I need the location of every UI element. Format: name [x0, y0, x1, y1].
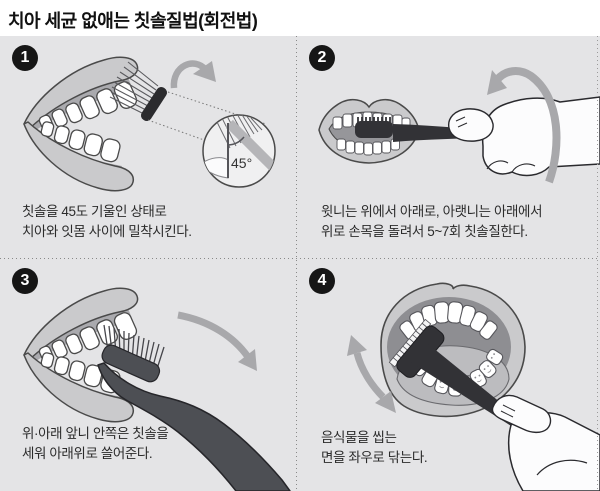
caption-1-line-1: 칫솔을 45도 기울인 상태로 — [22, 204, 167, 219]
caption-3: 위·아래 앞니 안쪽은 칫솔을 세워 아래위로 쓸어준다. — [22, 424, 169, 464]
brush-bristles — [357, 117, 391, 123]
illustration-vertical-sweep — [23, 287, 291, 491]
caption-2-line-2: 위로 손목을 돌려서 5~7회 칫솔질한다. — [321, 224, 528, 239]
magnifier-guide-lines — [147, 91, 267, 141]
angle-detail-circle: 45° — [202, 114, 276, 188]
caption-1-line-2: 치아와 잇몸 사이에 밀착시킨다. — [22, 224, 192, 239]
lower-teeth — [336, 138, 400, 156]
illustration-chewing-surface — [347, 282, 600, 491]
caption-4-line-2: 면을 좌우로 닦는다. — [321, 450, 428, 465]
holding-hand — [448, 96, 600, 177]
caption-1: 칫솔을 45도 기울인 상태로 치아와 잇몸 사이에 밀착시킨다. — [22, 202, 192, 242]
brush-bristles — [103, 324, 165, 373]
step-badge-2: 2 — [309, 45, 335, 71]
panel-4: 4 음식물을 씹는 면을 좌우로 닦는다. — [297, 259, 600, 491]
dotted-divider-horizontal — [0, 258, 600, 259]
caption-4: 음식물을 씹는 면을 좌우로 닦는다. — [321, 428, 428, 468]
caption-4-line-1: 음식물을 씹는 — [321, 430, 397, 445]
open-mouth-side-view — [23, 56, 139, 192]
caption-3-line-1: 위·아래 앞니 안쪽은 칫솔을 — [22, 426, 169, 441]
panel-board: 45° 1 칫솔을 45도 기울인 상태로 치아와 잇몸 사이에 밀착시킨다. — [0, 36, 600, 491]
panel-3: 3 위·아래 앞니 안쪽은 칫솔을 세워 아래위로 쓸어준다. — [0, 259, 297, 491]
caption-3-line-2: 세워 아래위로 쓸어준다. — [22, 446, 153, 461]
brush-head — [355, 121, 393, 138]
dotted-divider-vertical — [296, 36, 297, 491]
step-badge-3: 3 — [12, 268, 38, 294]
panel-2: 2 윗니는 위에서 아래로, 아랫니는 아래에서 위로 손목을 돌려서 5~7회… — [297, 36, 600, 259]
up-down-arrow-icon — [347, 335, 396, 413]
illustration-brush-45-degree: 45° — [23, 56, 276, 192]
brush-bristles — [109, 61, 159, 115]
dotted-border-right — [597, 36, 598, 491]
rotation-arrow-icon — [170, 60, 216, 89]
lower-teeth — [40, 121, 121, 163]
angle-label: 45° — [231, 155, 252, 171]
page-title: 치아 세균 없애는 칫솔질법(회전법) — [8, 11, 258, 31]
holding-hand — [491, 394, 600, 491]
step-badge-1: 1 — [12, 45, 38, 71]
brush-head — [140, 86, 168, 122]
brush-handle — [97, 362, 291, 491]
caption-2-line-1: 윗니는 위에서 아래로, 아랫니는 아래에서 — [321, 204, 543, 219]
illustration-wrist-roll — [318, 67, 600, 184]
step-badge-4: 4 — [309, 268, 335, 294]
caption-2: 윗니는 위에서 아래로, 아랫니는 아래에서 위로 손목을 돌려서 5~7회 칫… — [321, 202, 542, 242]
panel-1: 45° 1 칫솔을 45도 기울인 상태로 치아와 잇몸 사이에 밀착시킨다. — [0, 36, 297, 259]
sweep-arrow-icon — [177, 311, 257, 371]
wrist-rotation-arrow-icon — [487, 67, 561, 184]
toothbrush — [97, 324, 291, 491]
